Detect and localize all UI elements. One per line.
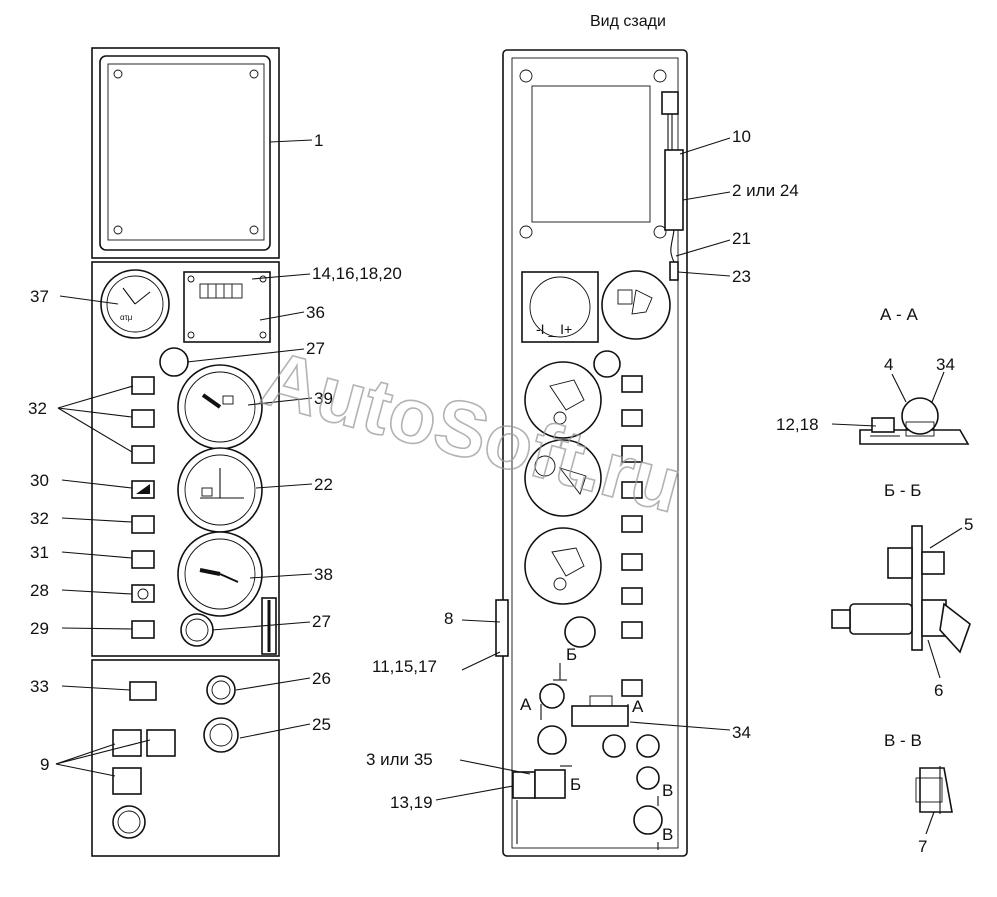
rear-gauge-1 <box>601 270 671 340</box>
section-bb-label-5: 5 <box>964 515 973 534</box>
section-vv-label-7: 7 <box>918 837 927 856</box>
label-33: 33 <box>30 677 49 696</box>
label-13-19: 13,19 <box>390 793 433 812</box>
indicator-33 <box>129 681 157 701</box>
ammeter-rear <box>521 271 599 343</box>
side-rail-8 <box>495 599 509 657</box>
rear-window <box>531 85 651 223</box>
display-frame <box>99 55 271 251</box>
rear-socket-3 <box>602 734 626 758</box>
rear-panel: -I _ I+ <box>495 49 688 857</box>
rear-label-texts: 10 2 или 24 21 23 8 11,15,17 34 3 или 35… <box>366 127 799 844</box>
front-leaders <box>55 139 313 777</box>
title-rear-view: Вид сзади <box>590 13 666 30</box>
mark-v-top: В <box>662 781 673 800</box>
front-panel: ατμ <box>91 47 280 857</box>
label-38: 38 <box>314 565 333 584</box>
switch-32-1 <box>131 376 155 395</box>
label-34-rear: 34 <box>732 723 751 742</box>
gauge-38 <box>177 531 263 617</box>
gauge-22 <box>177 447 263 533</box>
ammeter-text: -I _ I+ <box>536 321 572 337</box>
section-aa-title: А - А <box>880 305 918 324</box>
label-30: 30 <box>30 471 49 490</box>
wire-harness <box>661 91 684 281</box>
slot-9-2 <box>146 729 176 757</box>
switch-32-3 <box>131 445 155 464</box>
label-8: 8 <box>444 609 453 628</box>
label-9: 9 <box>40 755 49 774</box>
rear-gauge-22 <box>524 439 602 517</box>
label-31: 31 <box>30 543 49 562</box>
gauge-37-text: ατμ <box>120 313 133 322</box>
label-10: 10 <box>732 127 751 146</box>
relay-34 <box>571 705 629 727</box>
section-aa-label-34: 34 <box>936 355 955 374</box>
lamp-27-top <box>159 347 189 377</box>
rear-leaders <box>435 137 731 801</box>
rear-plate <box>502 49 688 857</box>
label-27-top: 27 <box>306 339 325 358</box>
button-25 <box>203 717 239 753</box>
bracket-3 <box>512 771 536 799</box>
label-2-or-24: 2 или 24 <box>732 181 799 200</box>
gauge-37: ατμ <box>100 269 170 339</box>
label-14-16-18-20: 14,16,18,20 <box>312 264 402 283</box>
label-22: 22 <box>314 475 333 494</box>
label-32-top: 32 <box>28 399 47 418</box>
section-b-b: Б - Б 5 6 <box>831 481 973 700</box>
label-26: 26 <box>312 669 331 688</box>
mark-a-right: А <box>632 697 644 716</box>
label-1: 1 <box>314 131 323 150</box>
rear-socket-1 <box>539 683 565 709</box>
section-v-v: В - В 7 <box>884 731 953 856</box>
section-bb-title: Б - Б <box>884 481 921 500</box>
rear-socket-6 <box>633 805 663 835</box>
display-window <box>107 63 265 241</box>
section-aa-label-4: 4 <box>884 355 893 374</box>
hour-meter-36 <box>183 271 271 343</box>
mark-b-bottom: Б <box>570 775 581 794</box>
switch-32-4 <box>131 515 155 534</box>
section-a-a: А - А 4 34 12,18 <box>776 305 970 445</box>
switch-29 <box>131 620 155 639</box>
label-23: 23 <box>732 267 751 286</box>
mark-v-bottom: В <box>662 825 673 844</box>
label-3-or-35: 3 или 35 <box>366 750 433 769</box>
rear-lamp-2 <box>564 616 596 648</box>
gauge-39 <box>177 364 263 450</box>
rear-socket-2 <box>537 725 567 755</box>
section-bb-label-6: 6 <box>934 681 943 700</box>
rear-switches <box>621 375 643 697</box>
label-37: 37 <box>30 287 49 306</box>
mark-a-left: А <box>520 695 532 714</box>
rear-lamp-1 <box>593 350 621 378</box>
label-11-15-17: 11,15,17 <box>372 657 437 676</box>
rear-gauge-39 <box>524 361 602 439</box>
section-aa-label-12-18: 12,18 <box>776 415 819 434</box>
label-36: 36 <box>306 303 325 322</box>
front-label-texts: 1 14,16,18,20 37 36 27 32 39 30 22 32 31… <box>28 131 402 774</box>
switch-28 <box>131 584 155 603</box>
rear-socket-4 <box>636 734 660 758</box>
label-32-bottom: 32 <box>30 509 49 528</box>
mark-b-top: Б <box>566 645 577 664</box>
label-28: 28 <box>30 581 49 600</box>
label-25: 25 <box>312 715 331 734</box>
label-27-bottom: 27 <box>312 612 331 631</box>
label-39: 39 <box>314 389 333 408</box>
rear-gauge-38 <box>524 527 602 605</box>
section-vv-title: В - В <box>884 731 922 750</box>
label-21: 21 <box>732 229 751 248</box>
switch-31 <box>131 550 155 569</box>
slot-9-3 <box>112 767 142 795</box>
label-29: 29 <box>30 619 49 638</box>
button-26 <box>206 675 236 705</box>
switch-32-2 <box>131 409 155 428</box>
rear-socket-5 <box>636 766 660 790</box>
